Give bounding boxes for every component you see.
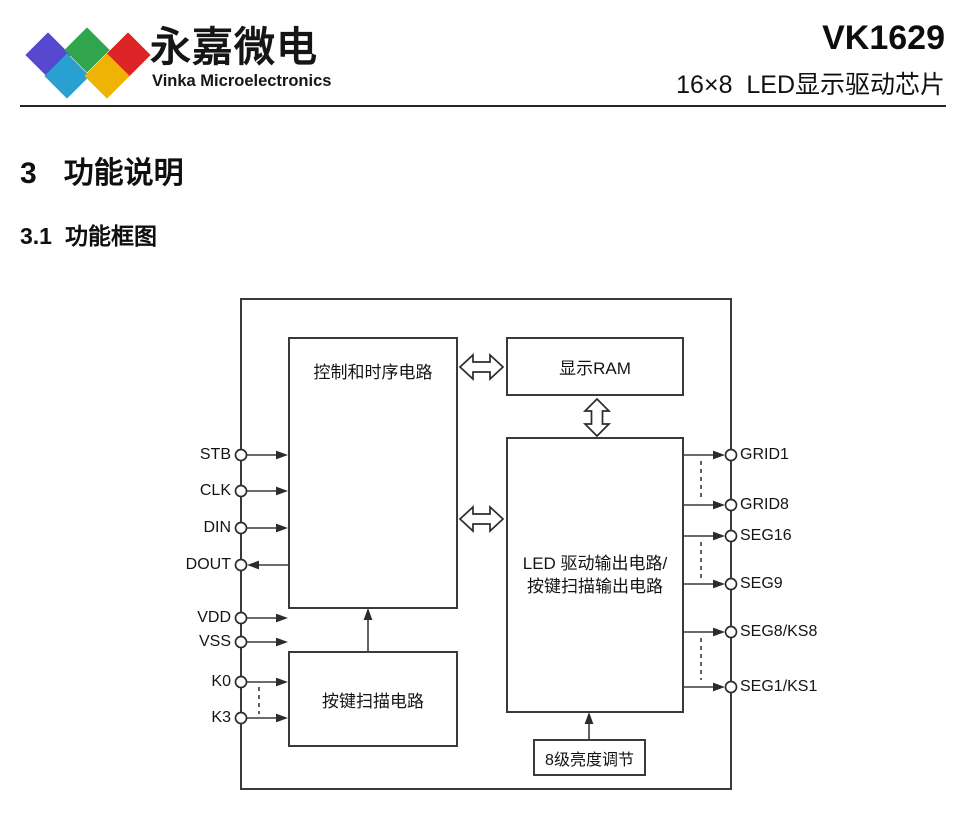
arrow-control-led (458, 505, 505, 533)
company-name-en: Vinka Microelectronics (152, 72, 332, 90)
pin-label-seg16: SEG16 (740, 527, 792, 544)
header-divider (20, 105, 946, 107)
pin-label-k3: K3 (211, 709, 231, 726)
pin-label-k0: K0 (211, 673, 231, 690)
key-scan-block: 按键扫描电路 (288, 651, 458, 747)
led-drive-label-line2: 按键扫描输出电路 (527, 577, 663, 596)
brightness-adjust-block: 8级亮度调节 (533, 739, 646, 776)
arrow-ram-led (582, 397, 612, 438)
pin-label-vss: VSS (198, 633, 231, 650)
section-heading-3-1: 3.1 功能框图 (20, 217, 157, 251)
led-drive-label-line1: LED 驱动输出电路/ (522, 554, 668, 573)
pin-label-din: DIN (203, 519, 231, 536)
section-heading-3: 3 功能说明 (20, 148, 184, 192)
arrow-control-ram (458, 353, 505, 381)
pin-label-clk: CLK (199, 482, 231, 499)
brightness-adjust-label: 8级亮度调节 (545, 751, 634, 769)
control-timing-block: 控制和时序电路 (288, 337, 458, 609)
wire-arrowheads (247, 450, 725, 724)
control-timing-label: 控制和时序电路 (313, 363, 433, 382)
chip-boundary-box (240, 298, 732, 790)
pin-label-seg9: SEG9 (740, 575, 783, 592)
bidirectional-arrows (458, 353, 612, 533)
doc-subtitle: 16×8 LED显示驱动芯片 (676, 71, 945, 99)
pin-label-stb: STB (199, 446, 231, 463)
part-number-title: VK1629 (822, 19, 945, 57)
display-ram-block: 显示RAM (506, 337, 684, 396)
pin-label-seg8-ks8: SEG8/KS8 (740, 623, 818, 640)
led-drive-output-block: LED 驱动输出电路/ 按键扫描输出电路 (506, 437, 684, 713)
display-ram-label: 显示RAM (559, 359, 631, 378)
pin-circles (234, 448, 738, 725)
section-title: 功能框图 (64, 223, 157, 249)
pin-label-grid1: GRID1 (740, 446, 789, 463)
pin-ellipsis-dashes (258, 461, 702, 714)
section-number: 3.1 (20, 223, 52, 249)
section-number: 3 (20, 157, 37, 190)
company-name-cn: 永嘉微电 (150, 24, 318, 70)
pin-label-vdd: VDD (197, 609, 231, 626)
key-scan-label: 按键扫描电路 (322, 691, 424, 711)
pin-label-dout: DOUT (185, 556, 231, 573)
wire-lines (247, 454, 714, 739)
section-title: 功能说明 (63, 157, 184, 190)
pin-label-grid8: GRID8 (740, 496, 789, 513)
pin-label-seg1-ks1: SEG1/KS1 (740, 678, 818, 695)
